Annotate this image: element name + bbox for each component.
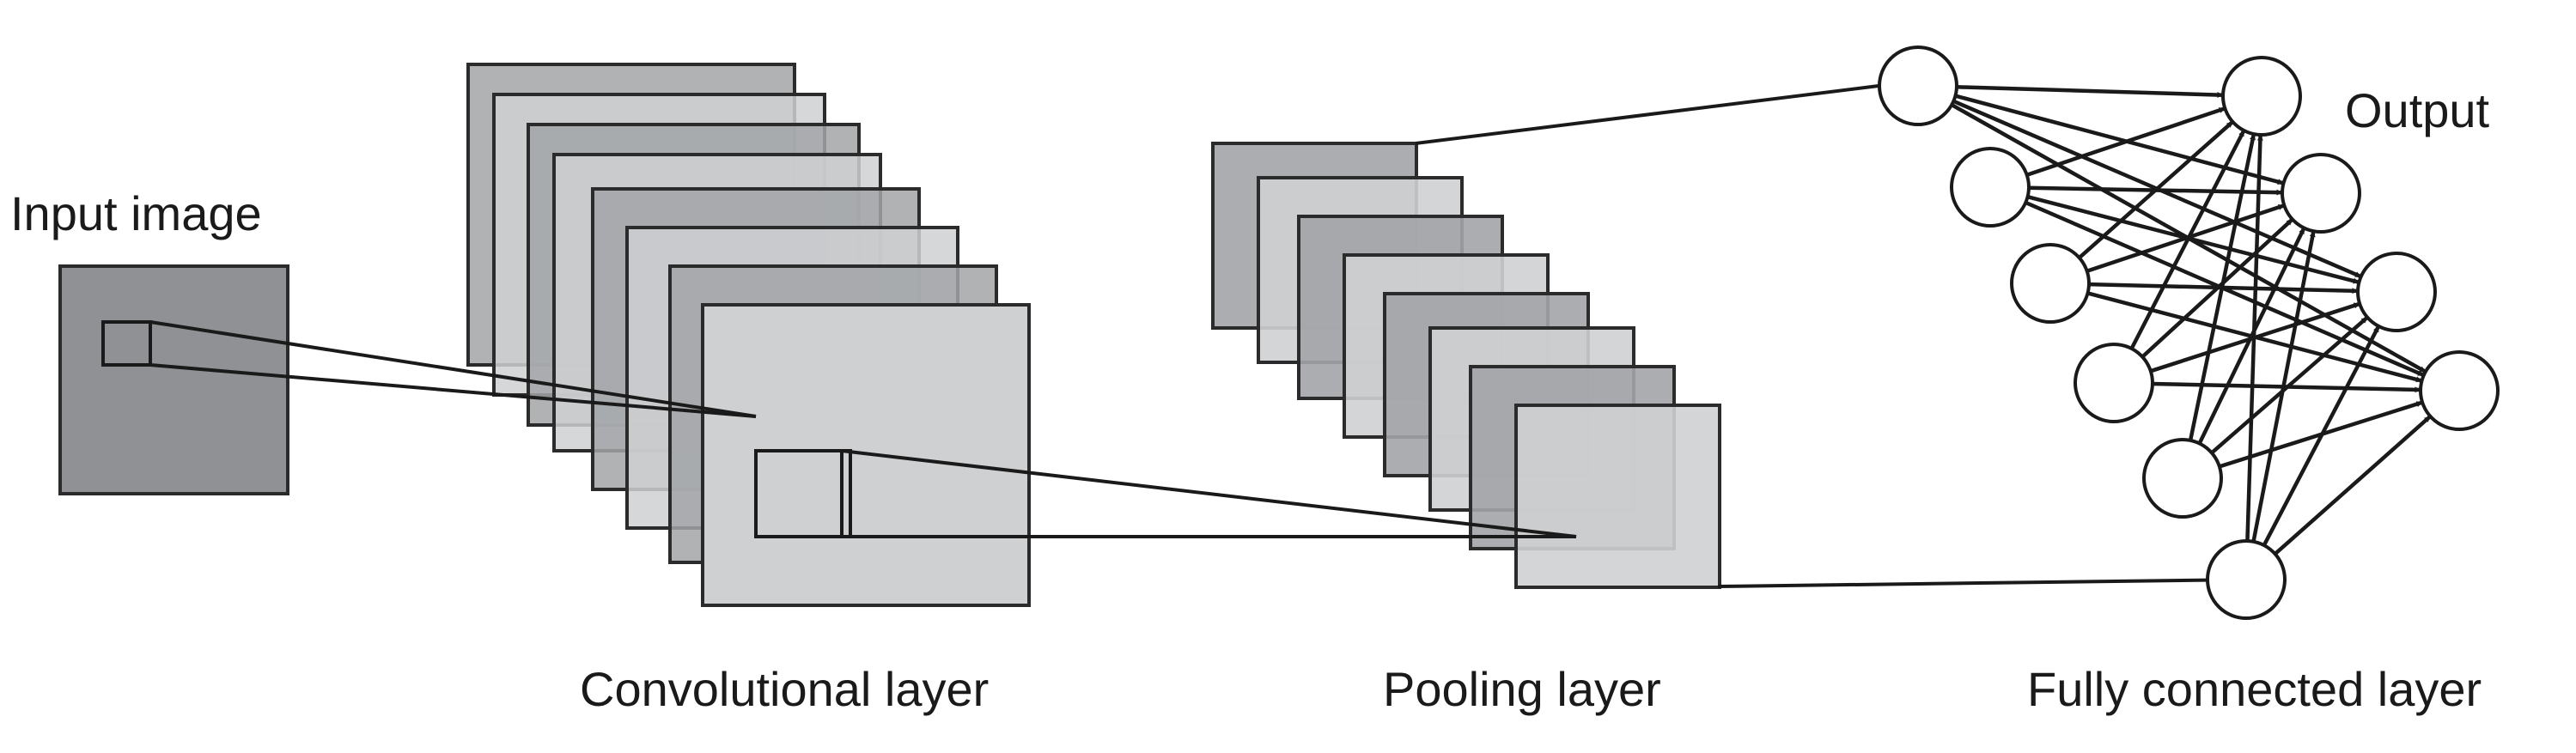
input-to-conv-projection	[149, 320, 757, 418]
fc-connection	[2027, 195, 2360, 284]
fc-connection	[2197, 227, 2306, 445]
fc-connection	[2262, 325, 2381, 547]
pooling-layer-label: Pooling layer	[1383, 662, 1661, 716]
fc-connection	[1954, 94, 2285, 185]
fc-connection	[1956, 85, 2224, 98]
hidden-neuron	[1878, 46, 1958, 126]
fully-connected-neurons	[1878, 46, 2500, 620]
fc-connection	[2086, 203, 2286, 273]
fully-connected-layer-label: Fully connected layer	[2027, 662, 2482, 716]
convolutional-layer-stack	[466, 63, 1031, 607]
output-neuron	[2356, 252, 2437, 332]
fc-connection	[2210, 315, 2369, 455]
conv-to-pool-projection	[841, 449, 1577, 538]
input-image-square	[58, 264, 289, 495]
hidden-neuron	[2206, 539, 2287, 620]
pool-to-fc-bottom	[1717, 578, 2249, 588]
fc-connection	[2274, 415, 2432, 556]
input-image-label: Input image	[10, 186, 262, 240]
output-neuron	[2419, 350, 2500, 431]
pooling-layer-stack	[1211, 142, 1721, 589]
pool-to-fc-links	[1415, 84, 2249, 588]
projection-line-top	[841, 449, 1577, 538]
fc-connection	[2245, 134, 2263, 542]
hidden-neuron	[2074, 343, 2154, 423]
conv-receptive-window	[754, 449, 852, 538]
fc-connection	[2078, 120, 2234, 259]
projection-line-bottom	[149, 363, 757, 418]
fc-connection	[2025, 106, 2226, 177]
output-label: Output	[2345, 83, 2490, 137]
conv-window-box	[754, 449, 852, 538]
output-neuron	[2221, 56, 2302, 137]
fc-connection	[2141, 217, 2294, 359]
pool-to-fc-top	[1415, 84, 1879, 145]
projection-line-top	[149, 320, 757, 418]
fc-connection	[2129, 129, 2246, 350]
hidden-neuron	[1950, 147, 2031, 228]
convolutional-layer-label: Convolutional layer	[580, 662, 989, 716]
output-neuron	[2281, 153, 2361, 234]
fc-connection	[2251, 230, 2316, 543]
pool-feature-map	[1514, 404, 1721, 589]
fully-connected-edges	[1951, 85, 2432, 556]
fc-connection	[2188, 133, 2256, 441]
hidden-neuron	[2010, 243, 2091, 324]
hidden-neuron	[2142, 438, 2223, 519]
input-image	[58, 264, 289, 495]
